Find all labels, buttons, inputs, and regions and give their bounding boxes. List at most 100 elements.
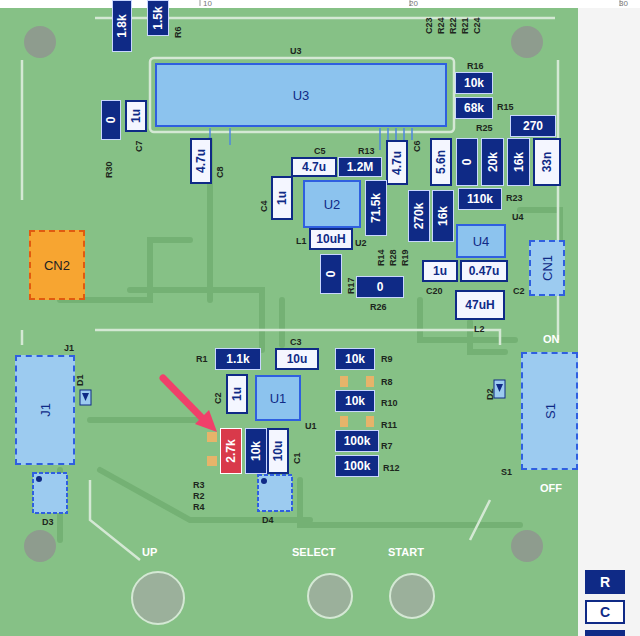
part-label: 0 xyxy=(377,281,384,293)
designator: R11 xyxy=(381,420,397,430)
mounting-holes xyxy=(24,26,543,562)
resistor-value: 1.5k xyxy=(147,0,169,36)
designator: C3 xyxy=(290,337,302,347)
part-label: 1.8k xyxy=(116,14,128,37)
designator: R8 xyxy=(381,377,393,387)
part-label: 0 xyxy=(325,271,337,278)
designator: C20 xyxy=(426,286,443,296)
designator: C2 xyxy=(513,286,525,296)
capacitor-value: 10u xyxy=(275,348,319,370)
silkscreen-text: OFF xyxy=(540,482,562,494)
resistor-value: 10k xyxy=(245,428,267,474)
designator: R14 xyxy=(376,249,386,266)
part-label: 10k xyxy=(250,441,262,461)
part-label: 270k xyxy=(413,203,425,230)
connector-footprint: CN1 xyxy=(529,240,565,296)
resistor-value: 16k xyxy=(432,190,454,242)
designator: U4 xyxy=(512,212,524,222)
designator: L1 xyxy=(296,236,307,246)
resistor-value: 270k xyxy=(408,190,430,242)
designator: R2 xyxy=(193,491,205,501)
designator: R17 xyxy=(346,277,356,294)
part-label: 16k xyxy=(437,206,449,226)
capacitor-value: 4.7u xyxy=(190,138,212,184)
part-label: 10u xyxy=(272,441,284,462)
capacitor-value: 33n xyxy=(533,138,561,186)
inductor-value: 47uH xyxy=(455,290,505,320)
legend-swatch-cut xyxy=(585,630,625,636)
resistor-value: 0 xyxy=(101,100,121,140)
part-label: J1 xyxy=(39,403,52,417)
traces xyxy=(60,140,560,540)
board xyxy=(0,8,578,636)
designator: R24 xyxy=(436,17,446,34)
silkscreen xyxy=(22,18,558,560)
callout-arrow xyxy=(163,378,217,432)
resistor-value: 16k xyxy=(507,138,530,186)
designator: R7 xyxy=(381,441,393,451)
resistor-value: 20k xyxy=(481,138,504,186)
designator: D2 xyxy=(485,388,495,400)
part-label: 4.7u xyxy=(302,161,326,173)
part-label: 0.47u xyxy=(469,265,500,277)
designator: R21 xyxy=(460,17,470,34)
designator: U3 xyxy=(290,46,302,56)
designator: R12 xyxy=(383,463,400,473)
part-label: U2 xyxy=(324,198,341,211)
designator: R1 xyxy=(196,354,208,364)
designator: C24 xyxy=(472,17,482,34)
part-label: 33n xyxy=(541,152,553,173)
part-label: 270 xyxy=(523,120,543,132)
designator: C1 xyxy=(292,452,302,464)
part-label: 10k xyxy=(345,353,365,365)
part-label: 1u xyxy=(130,109,142,123)
ruler-number: 10 xyxy=(203,0,212,8)
part-label: 1.1k xyxy=(226,353,249,365)
part-label: 1u xyxy=(433,265,447,277)
resistor-value: 71.5k xyxy=(365,180,387,236)
capacitor-value: 0.47u xyxy=(460,260,508,282)
capacitor-value: 1u xyxy=(226,374,248,414)
designator: L2 xyxy=(474,324,485,334)
resistor-value: 100k xyxy=(335,430,379,452)
resistor-value: 110k xyxy=(458,188,502,210)
designator: C4 xyxy=(259,200,269,212)
connector-footprint: CN2 xyxy=(29,230,85,300)
ic-footprint: U3 xyxy=(155,63,447,127)
resistor-value: 0 xyxy=(320,254,342,294)
ic-footprint: U4 xyxy=(456,224,506,258)
resistor-value: 68k xyxy=(455,97,493,119)
part-label: 1.5k xyxy=(152,6,164,29)
designator: R3 xyxy=(193,480,205,490)
part-label: 110k xyxy=(467,193,493,205)
ruler-number: 30 xyxy=(619,0,628,8)
designator: D3 xyxy=(42,517,54,527)
part-label: 2.7k xyxy=(225,439,237,462)
designator: U2 xyxy=(355,238,367,248)
part-label: 100k xyxy=(344,460,371,472)
part-label: 71.5k xyxy=(370,193,382,223)
designator: R4 xyxy=(193,502,205,512)
pads xyxy=(207,376,374,466)
fine-traces xyxy=(210,128,412,150)
part-label: 16k xyxy=(513,152,525,172)
ruler xyxy=(0,0,640,8)
designator: C23 xyxy=(424,17,434,34)
part-label: 10u xyxy=(287,353,308,365)
part-label: 10k xyxy=(464,77,484,89)
connector-footprint: J1 xyxy=(15,355,75,465)
designator: D4 xyxy=(262,515,274,525)
resistor-value: 0 xyxy=(356,276,404,298)
designator: C8 xyxy=(215,166,225,178)
part-label: 20k xyxy=(487,152,499,172)
ic-footprint: U1 xyxy=(255,375,301,421)
resistor-value: 1.1k xyxy=(215,348,261,370)
inductor-value: 10uH xyxy=(309,228,353,250)
silkscreen-text: START xyxy=(388,546,424,558)
designator: R26 xyxy=(370,302,387,312)
designator: U1 xyxy=(305,421,317,431)
part-label: U3 xyxy=(293,89,310,102)
designator: R9 xyxy=(381,354,393,364)
legend-text: R xyxy=(600,574,610,590)
designator: R28 xyxy=(388,249,398,266)
